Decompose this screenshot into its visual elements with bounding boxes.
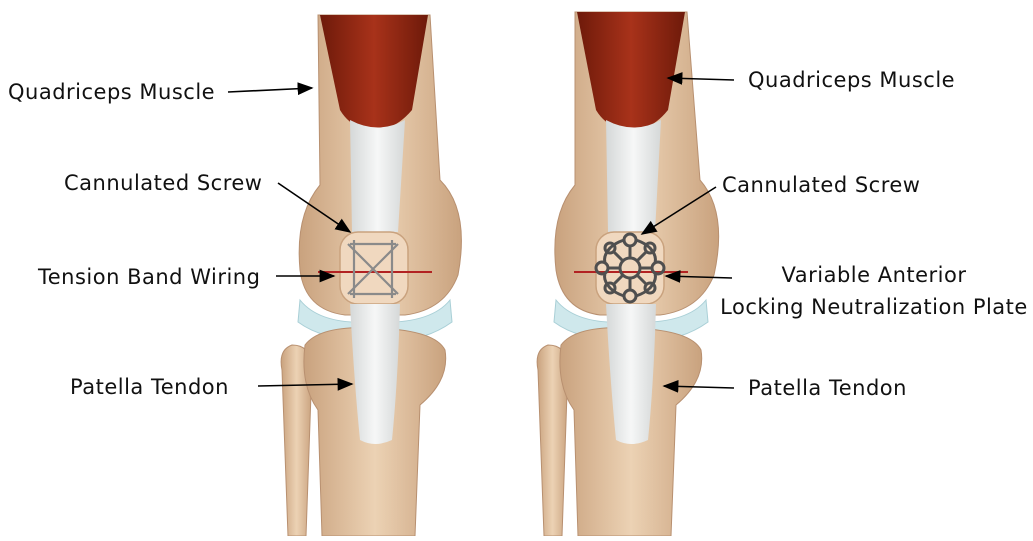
right-knee [537, 12, 719, 536]
left-implant-label: Tension Band Wiring [38, 264, 260, 290]
arrow-left-quadriceps [228, 88, 312, 92]
right-implant-label-line2: Locking Neutralization Plate [718, 294, 1030, 320]
left-quadriceps-tendon [350, 120, 405, 232]
right-implant-label-line1: Variable Anterior [718, 262, 1030, 288]
right-quadriceps-label: Quadriceps Muscle [748, 67, 955, 93]
left-tendon-label: Patella Tendon [70, 374, 229, 400]
left-screw-label: Cannulated Screw [64, 170, 262, 196]
left-quadriceps-label: Quadriceps Muscle [8, 79, 215, 105]
right-tendon-label: Patella Tendon [748, 375, 907, 401]
right-screw-label: Cannulated Screw [722, 172, 920, 198]
right-quadriceps-tendon [606, 120, 661, 232]
